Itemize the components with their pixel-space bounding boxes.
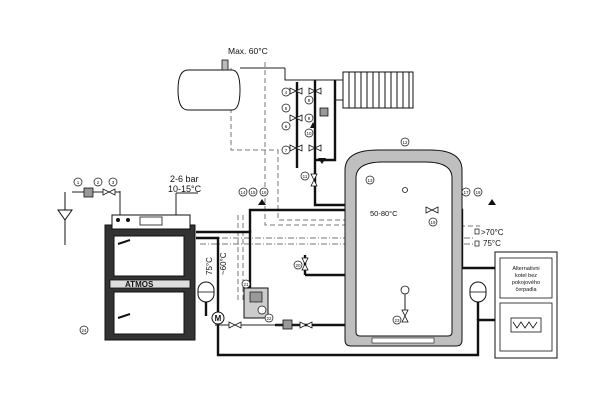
boiler [104,214,196,341]
svg-text:7: 7 [285,148,288,153]
svg-text:22: 22 [266,316,272,321]
callout-24: 24 [79,325,89,335]
svg-text:5: 5 [285,106,288,111]
callout-12: 12 [400,137,410,147]
radiator [335,71,414,109]
filter-box [282,319,293,330]
callout-6: 6 [281,121,291,131]
svg-text:14: 14 [240,190,246,195]
callout-1: 1 [73,177,83,187]
svg-text:6: 6 [285,124,288,129]
pressure-label: 2-6 bar [170,174,199,184]
aux-label-line2: kotel bez [515,273,537,279]
water-heater [177,59,241,111]
svg-text:12: 12 [402,140,408,145]
callout-23: 23 [392,315,402,325]
callout-20: 20 [293,260,303,270]
svg-text:17: 17 [463,190,469,195]
aux-label-line3: pokojového [512,280,540,286]
callout-21: 21 [241,279,251,289]
callout-5: 5 [281,103,291,113]
max-temp-label: Max. 60°C [228,46,268,56]
aux-label-line4: čerpadla [515,287,537,293]
callout-22: 22 [264,313,274,323]
svg-text:8: 8 [308,98,311,103]
drain-funnel [57,192,73,245]
svg-text:19: 19 [430,220,436,225]
callout-9: 9 [304,113,314,123]
svg-text:21: 21 [243,282,249,287]
callout-11: 11 [300,171,310,181]
radiator-valve-box [319,107,329,117]
aux-label-line1: Alternativni [512,266,539,272]
svg-text:3: 3 [112,180,115,185]
callout-14: 14 [238,187,248,197]
t75-right-label: 75°C [483,239,501,248]
callout-19: 19 [428,217,438,227]
boiler-brand-label: ATMOS [125,280,154,289]
t60-label: ~60°C [219,252,228,275]
water-temp-label: 10-15°C [168,184,202,194]
callout-18: 18 [473,187,483,197]
callout-4: 4 [281,87,291,97]
svg-text:11: 11 [303,174,308,179]
gt70-label: >70°C [481,228,504,237]
thermostat-marker-upper [474,228,480,235]
svg-text:9: 9 [308,116,311,121]
accumulation-tank [344,149,463,347]
svg-text:4: 4 [285,90,288,95]
check-valves [258,122,496,205]
t75-left-label: 75°C [205,257,214,275]
motor-label: M [215,314,222,323]
callout-15: 15 [248,187,258,197]
pump-unit [243,287,269,319]
svg-text:1: 1 [77,180,80,185]
svg-text:18: 18 [475,190,481,195]
expansion-vessel-left [197,281,215,303]
svg-text:13: 13 [367,178,373,183]
inlet-filter-box [83,187,94,198]
svg-text:20: 20 [295,263,301,268]
svg-text:15: 15 [250,190,256,195]
thermostat-marker-lower [474,240,480,247]
tank-range-label: 50-80°C [370,209,398,218]
callout-3: 3 [108,177,118,187]
svg-text:10: 10 [306,131,312,136]
callout-17: 17 [461,187,471,197]
callout-8: 8 [304,95,314,105]
svg-text:16: 16 [261,190,267,195]
expansion-vessel-right [469,281,487,303]
callout-7: 7 [281,145,291,155]
valves [102,87,439,329]
svg-text:24: 24 [81,328,87,333]
svg-text:23: 23 [394,318,400,323]
callouts: 1 2 3 4 5 6 7 8 9 10 11 12 13 14 15 16 1… [73,87,483,335]
motor-symbol [211,311,225,325]
callout-10: 10 [304,128,314,138]
callout-16: 16 [259,187,269,197]
callout-2: 2 [93,177,103,187]
svg-text:2: 2 [97,180,100,185]
alternative-boiler [494,251,558,359]
callout-13: 13 [365,175,375,185]
